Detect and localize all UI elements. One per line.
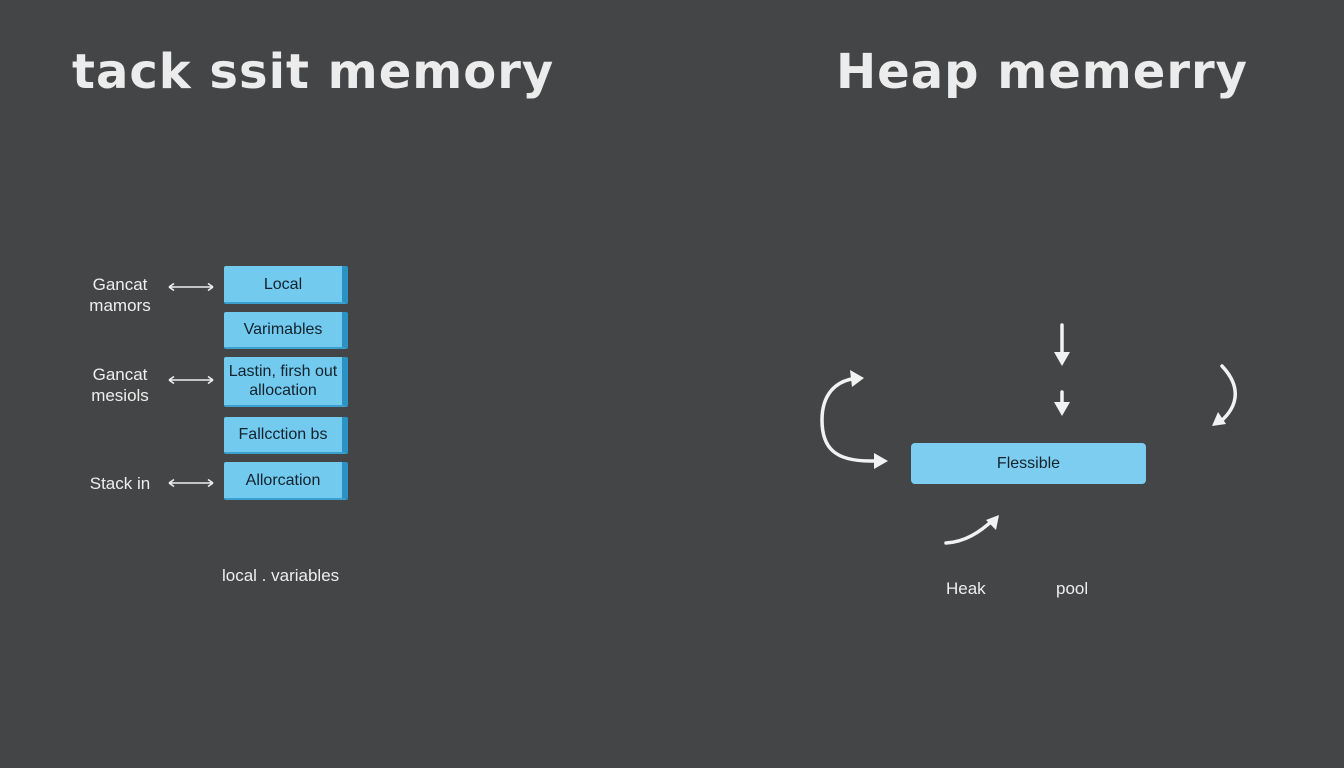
arrowhead-icon — [850, 370, 864, 387]
side-label-line: Stack in — [89, 474, 151, 493]
side-label-2: Gancat mesiols — [80, 364, 160, 406]
side-label-3: Stack in — [80, 473, 160, 494]
stack-memory-title: tack ssit memory — [72, 44, 555, 100]
stack-block-fallcction: Fallcction bs — [224, 417, 348, 454]
side-label-1: Gancat mamors — [80, 274, 160, 316]
stack-block-local: Local — [224, 266, 348, 304]
double-arrow-icon — [168, 478, 214, 488]
arrowhead-icon — [874, 453, 888, 469]
curved-arrow-icon — [944, 518, 995, 545]
side-label-line: mesiols — [91, 386, 149, 405]
arrowhead-icon — [1212, 412, 1226, 426]
double-arrow-icon — [168, 282, 214, 292]
heap-memory-title: Heap memerry — [836, 44, 1248, 100]
stack-block-lifo: Lastin, firsh out allocation — [224, 357, 348, 407]
arrowhead-icon — [1054, 352, 1070, 366]
arrowhead-icon — [1054, 402, 1070, 416]
arrowhead-icon — [986, 515, 999, 530]
heap-caption-left: Heak — [946, 579, 986, 598]
double-arrow-icon — [168, 375, 214, 385]
stack-block-variables: Varimables — [224, 312, 348, 349]
curved-arrow-icon — [1218, 364, 1237, 424]
side-label-line: Gancat — [92, 365, 148, 384]
side-label-line: Gancat — [92, 275, 148, 294]
side-label-line: mamors — [89, 296, 151, 315]
heap-caption-right: pool — [1056, 579, 1089, 598]
heap-block-flessible: Flessible — [911, 443, 1146, 484]
stack-block-allocation: Allorcation — [224, 462, 348, 500]
stack-caption: local . variables — [222, 566, 340, 585]
loop-arrow-icon — [820, 376, 882, 463]
